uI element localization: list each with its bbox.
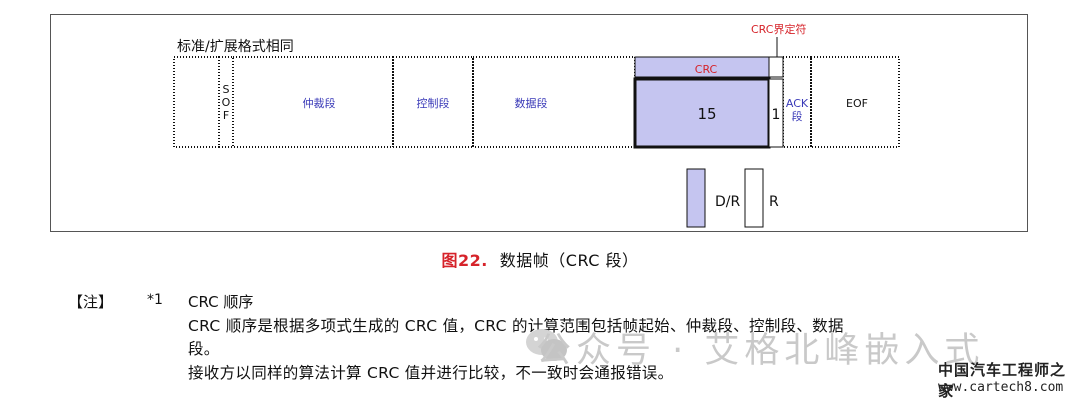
crc-delimiter-label: CRC界定符 (751, 22, 806, 36)
sof-label: S (223, 83, 230, 96)
sof-label: O (222, 96, 231, 109)
dominant-recessive-swatch (686, 168, 706, 228)
watermark-text: 公众号 · 艾格北峰嵌入式 (536, 331, 985, 371)
figure-title: 数据帧（CRC 段） (499, 251, 639, 270)
dominant-recessive-label: D/R (715, 194, 740, 210)
control-segment (392, 56, 474, 148)
control-label: 控制段 (417, 96, 450, 110)
crc-label: CRC (695, 63, 718, 76)
frame-start-segment (173, 56, 220, 148)
site-url: www.cartech8.com (938, 380, 1064, 395)
ack-segment (782, 56, 812, 148)
data-label: 数据段 (515, 96, 548, 110)
data-segment (472, 56, 636, 148)
crc-delimiter-header-box (768, 56, 784, 78)
can-data-frame-diagram: 标准/扩展格式相同 CRC界定符 S O F 仲裁段 控制段 数据段 CRC 1… (173, 22, 900, 228)
note-line: 段。 (188, 340, 220, 358)
eof-segment (810, 56, 900, 148)
diagram-frame: 标准/扩展格式相同 CRC界定符 S O F 仲裁段 控制段 数据段 CRC 1… (50, 14, 1028, 232)
figure-caption: 图22. 数据帧（CRC 段） (0, 247, 1080, 271)
header-note: 标准/扩展格式相同 (177, 39, 294, 55)
note-label: 【注】 (68, 293, 114, 311)
ack-label: 段 (792, 109, 803, 123)
note-line: CRC 顺序是根据多项式生成的 CRC 值，CRC 的计算范围包括帧起始、仲裁段… (188, 317, 844, 335)
ack-label: ACK (786, 97, 809, 110)
recessive-swatch (744, 168, 764, 228)
sof-label: F (223, 109, 229, 122)
arbitration-label: 仲裁段 (303, 96, 336, 110)
recessive-label: R (769, 194, 779, 210)
note-marker: *1 (147, 292, 163, 308)
crc-delimiter-box (768, 78, 784, 148)
eof-label: EOF (846, 97, 868, 110)
note-title: CRC 顺序 (188, 293, 254, 311)
note-line: 接收方以同样的算法计算 CRC 值并进行比较，不一致时会通报错误。 (188, 364, 674, 382)
figure-number: 图22. (441, 251, 488, 270)
crc-bits-label: 15 (697, 105, 716, 123)
site-title: 中国汽车工程师之家 (938, 361, 1067, 400)
sof-segment (218, 56, 234, 148)
crc-delimiter-bits-label: 1 (772, 107, 781, 123)
wechat-icon (526, 329, 567, 361)
